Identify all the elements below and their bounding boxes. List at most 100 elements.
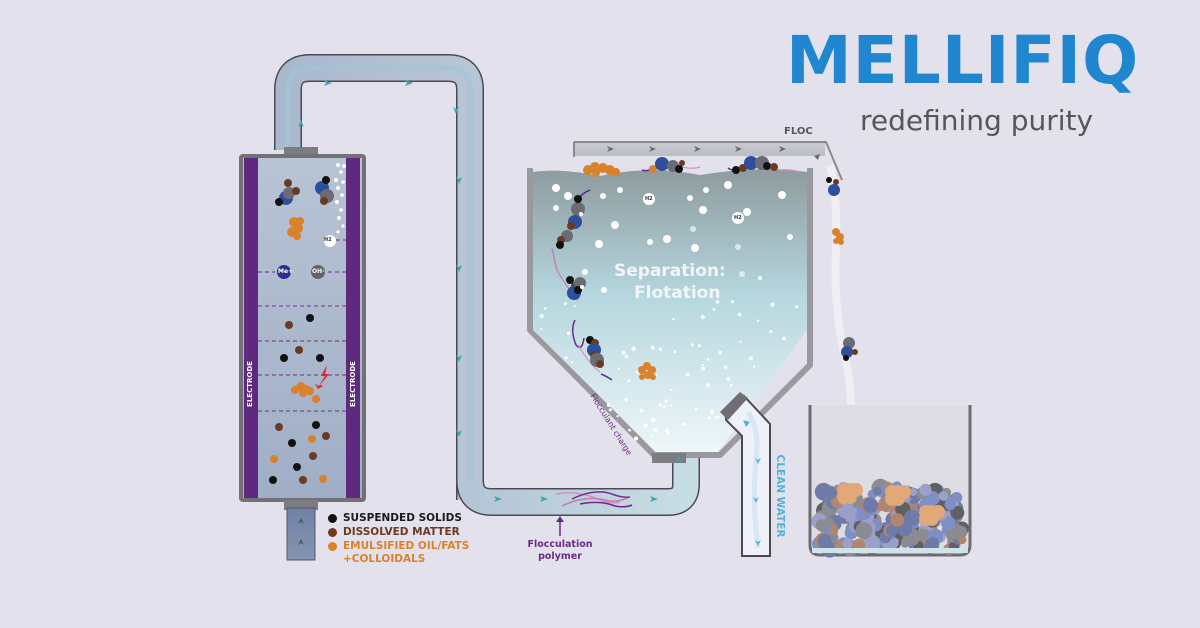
small-bubble [701, 363, 704, 367]
small-bubble [694, 407, 698, 411]
small-bubble [564, 302, 567, 305]
sludge-water-layer [812, 548, 968, 553]
small-bubble [650, 434, 653, 437]
sludge-oil-blob [843, 490, 857, 504]
small-bubble [749, 356, 753, 361]
small-bubble [606, 403, 611, 407]
sludge-particle [918, 528, 930, 541]
sludge-particle [815, 519, 829, 532]
small-bubble [685, 372, 690, 377]
sludge-particle [944, 498, 957, 511]
small-bubble [643, 423, 648, 428]
sludge-particle [817, 533, 832, 548]
small-bubble [650, 345, 655, 350]
small-bubble [653, 428, 657, 432]
sludge-particle [855, 522, 873, 540]
small-bubble [739, 341, 742, 344]
small-bubble [621, 350, 626, 355]
legend-label: DISSOLVED MATTER [343, 526, 460, 538]
small-bubble [723, 365, 728, 369]
zone-dividers [258, 239, 346, 412]
small-bubble [715, 300, 720, 304]
electrode-right-label: ELECTRODE [349, 361, 357, 407]
small-bubble [669, 404, 673, 407]
small-bubble [718, 350, 722, 355]
small-bubble [662, 405, 666, 409]
sludge-particle [901, 539, 910, 548]
floc-label: FLOC [784, 126, 813, 137]
small-bubble [782, 336, 786, 341]
tank-h2-label: H2 [645, 196, 653, 202]
metal-ion-label: Me+ [278, 268, 294, 275]
small-bubble [731, 300, 735, 304]
floc-stream [826, 164, 856, 451]
small-bubble [624, 398, 628, 402]
small-bubble [567, 331, 571, 335]
tank-small-bubbles [539, 300, 799, 441]
sludge-oil-blob [925, 512, 939, 526]
tank-title: Separation: Flotation [614, 260, 726, 304]
small-bubble [737, 312, 742, 317]
small-bubble [624, 354, 629, 359]
surface-floc [583, 156, 801, 177]
reactor-h2-label: H2 [324, 237, 332, 243]
legend-label-line2: +COLLOIDALS [343, 553, 426, 565]
small-bubble [634, 436, 639, 441]
polymer-label-line1: Flocculation [527, 539, 593, 550]
metal-ion [277, 265, 291, 279]
polymer-label-line2: polymer [538, 551, 582, 562]
small-bubble [539, 314, 544, 319]
small-bubble [608, 408, 613, 412]
small-bubble [544, 307, 547, 310]
legend-item-emulsified-oil: EMULSIFIED OIL/FATS +COLLOIDALS [328, 540, 469, 566]
legend-label-line1: EMULSIFIED OIL/FATS [343, 540, 470, 552]
sludge-particle [873, 487, 882, 496]
gas-bubbles [334, 163, 346, 234]
brand-tagline: redefining purity [860, 104, 1094, 137]
reactor-bottom-cap [284, 500, 318, 510]
sludge-particle [919, 483, 932, 496]
small-bubble [795, 305, 799, 309]
legend-item-dissolved-matter: DISSOLVED MATTER [328, 526, 469, 539]
reactor-top-cap [284, 147, 318, 157]
small-bubble [631, 346, 636, 352]
sludge-particle [863, 497, 879, 513]
sludge-particle [842, 538, 853, 549]
small-bubble [700, 314, 705, 320]
falling-particles [826, 177, 858, 361]
small-bubble [753, 365, 756, 368]
small-bubble [757, 319, 760, 322]
flocculation-polymer-label: Flocculation polymer [520, 539, 600, 563]
electrode-left-label: ELECTRODE [246, 361, 254, 407]
tank-outlet-cap [652, 453, 686, 463]
brand-name: MELLIFIQ [786, 22, 1140, 99]
h2-bubble [732, 212, 744, 224]
small-bubble [705, 383, 710, 387]
small-bubble [712, 308, 716, 311]
small-bubble [706, 357, 710, 361]
inlet-pipe [286, 507, 316, 561]
sludge-particle [863, 534, 881, 552]
skimmer-arrows [607, 146, 820, 160]
clean-water-pipe [725, 394, 771, 557]
small-bubble [698, 344, 701, 348]
sludge-particle [903, 510, 921, 527]
small-bubble [616, 415, 619, 418]
clean-water-arrows [743, 420, 761, 546]
sludge-oil-blob [891, 492, 905, 506]
sludge-particle [890, 513, 905, 527]
small-bubble [714, 416, 717, 419]
h2-bubble [643, 193, 655, 205]
electrode-left [244, 158, 258, 498]
sludge-particle [822, 485, 837, 500]
small-bubble [564, 356, 568, 360]
small-bubble [540, 328, 543, 331]
small-bubble [658, 403, 662, 407]
small-bubble [682, 422, 687, 427]
small-bubble [717, 416, 720, 419]
small-bubble [726, 377, 731, 381]
small-bubble [627, 379, 631, 383]
flow-arrows [298, 80, 658, 502]
sludge-particle [926, 537, 940, 550]
